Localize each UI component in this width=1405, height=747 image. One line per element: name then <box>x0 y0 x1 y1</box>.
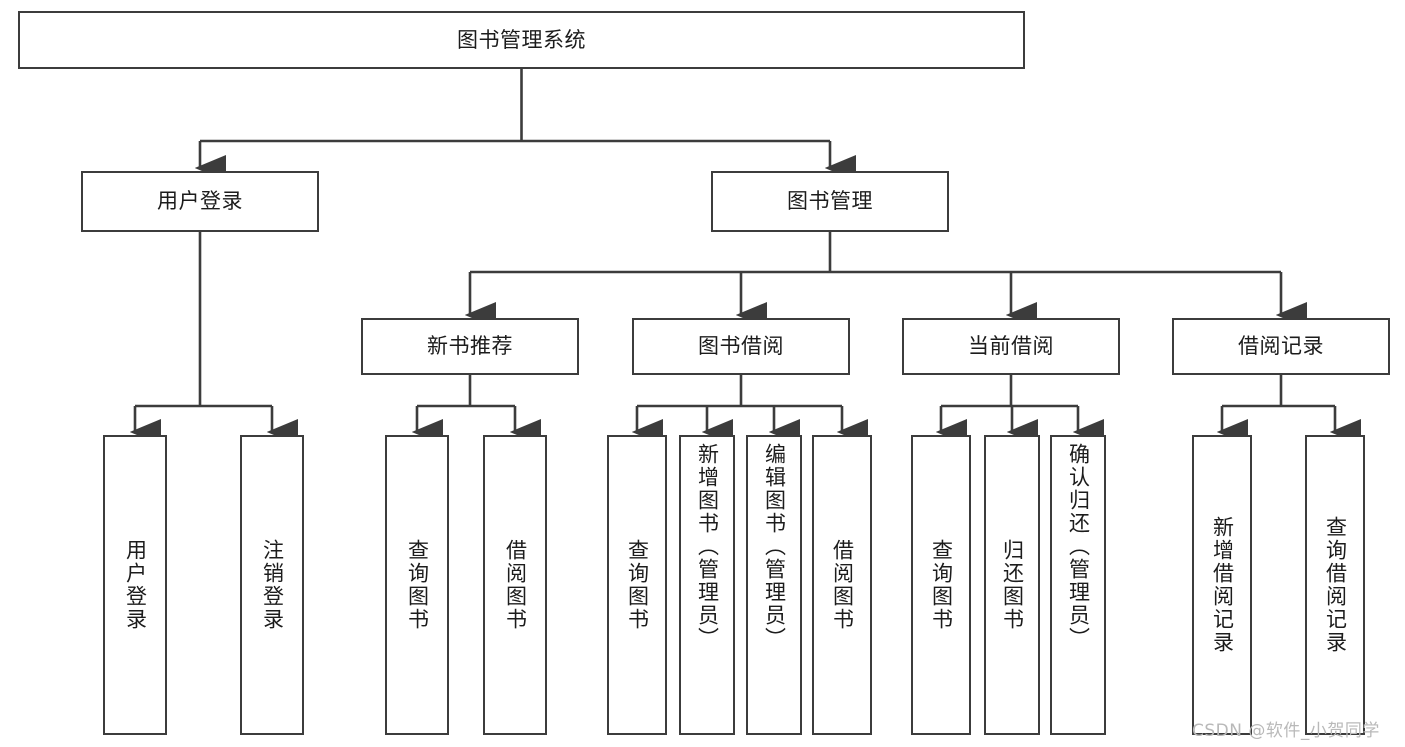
node-level2-0[interactable]: 用户登录 <box>81 171 319 232</box>
node-root-system-label: 图书管理系统 <box>457 27 586 52</box>
node-leaf-6[interactable]: 编辑图书（管理员） <box>746 435 802 735</box>
node-leaf-6-label: 编辑图书（管理员） <box>762 443 787 650</box>
node-leaf-2-label: 查询图书 <box>405 539 430 631</box>
node-leaf-7-label: 借阅图书 <box>830 539 855 631</box>
node-level3-0[interactable]: 新书推荐 <box>361 318 579 375</box>
node-leaf-3-label: 借阅图书 <box>503 539 528 631</box>
node-leaf-3[interactable]: 借阅图书 <box>483 435 547 735</box>
node-leaf-4-label: 查询图书 <box>625 539 650 631</box>
node-level2-1-label: 图书管理 <box>787 189 873 214</box>
node-level3-3[interactable]: 借阅记录 <box>1172 318 1390 375</box>
node-level2-0-label: 用户登录 <box>157 189 243 214</box>
node-leaf-7[interactable]: 借阅图书 <box>812 435 872 735</box>
node-leaf-11-label: 新增借阅记录 <box>1210 516 1235 654</box>
node-root-system[interactable]: 图书管理系统 <box>18 11 1025 69</box>
node-leaf-1-label: 注销登录 <box>260 539 285 631</box>
node-leaf-11[interactable]: 新增借阅记录 <box>1192 435 1252 735</box>
node-level3-2-label: 当前借阅 <box>968 334 1054 359</box>
node-level3-1[interactable]: 图书借阅 <box>632 318 850 375</box>
connector-lines <box>129 69 1361 445</box>
node-leaf-9[interactable]: 归还图书 <box>984 435 1040 735</box>
node-level2-1[interactable]: 图书管理 <box>711 171 949 232</box>
node-level3-0-label: 新书推荐 <box>427 334 513 359</box>
node-leaf-10-label: 确认归还（管理员） <box>1066 443 1091 650</box>
node-leaf-8[interactable]: 查询图书 <box>911 435 971 735</box>
node-leaf-8-label: 查询图书 <box>929 539 954 631</box>
node-leaf-5[interactable]: 新增图书（管理员） <box>679 435 735 735</box>
node-leaf-5-label: 新增图书（管理员） <box>695 443 720 650</box>
node-leaf-0-label: 用户登录 <box>123 539 148 631</box>
node-level3-3-label: 借阅记录 <box>1238 334 1324 359</box>
node-leaf-2[interactable]: 查询图书 <box>385 435 449 735</box>
node-leaf-12-label: 查询借阅记录 <box>1323 516 1348 654</box>
node-leaf-12[interactable]: 查询借阅记录 <box>1305 435 1365 735</box>
node-leaf-0[interactable]: 用户登录 <box>103 435 167 735</box>
node-level3-1-label: 图书借阅 <box>698 334 784 359</box>
node-leaf-10[interactable]: 确认归还（管理员） <box>1050 435 1106 735</box>
node-leaf-4[interactable]: 查询图书 <box>607 435 667 735</box>
node-leaf-9-label: 归还图书 <box>1000 539 1025 631</box>
node-leaf-1[interactable]: 注销登录 <box>240 435 304 735</box>
node-level3-2[interactable]: 当前借阅 <box>902 318 1120 375</box>
